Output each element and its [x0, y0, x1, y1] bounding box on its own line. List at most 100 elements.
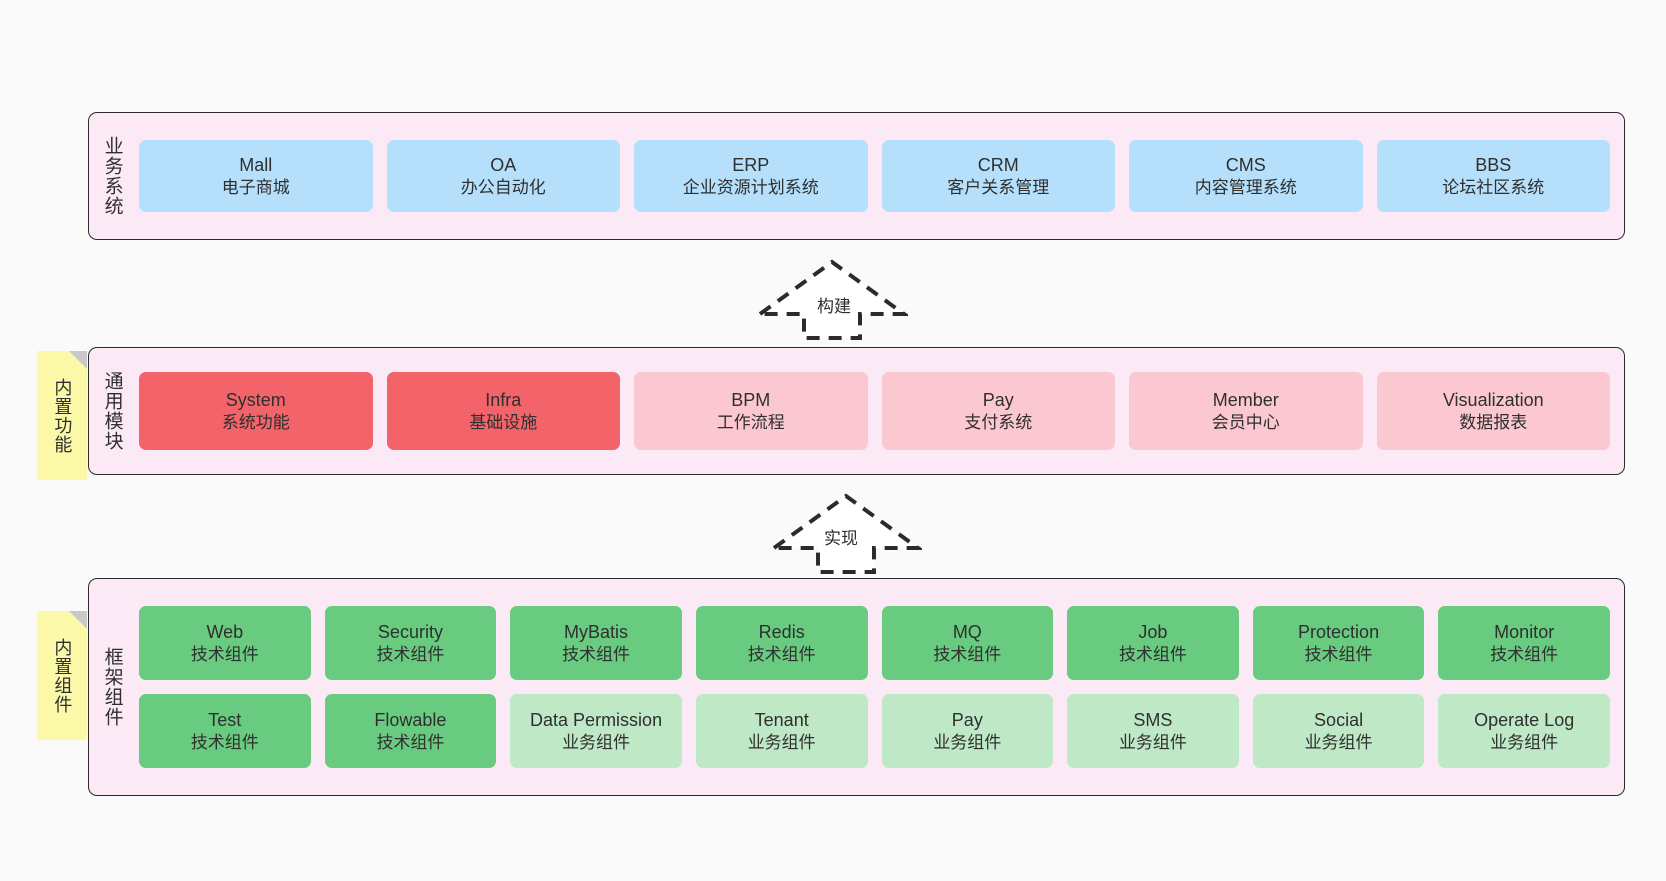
card-title-en: Mall	[239, 155, 273, 176]
card-sms[interactable]: SMS 业务组件	[1067, 694, 1239, 768]
card-title-cn: 技术组件	[190, 732, 259, 752]
card-title-cn: 技术组件	[1490, 644, 1559, 664]
layer-body-modules: System 系统功能 Infra 基础设施 BPM 工作流程 Pay 支付系统…	[135, 348, 1624, 474]
card-protection[interactable]: Protection 技术组件	[1252, 606, 1425, 680]
card-title-en: Operate Log	[1474, 710, 1575, 731]
card-web[interactable]: Web 技术组件	[139, 606, 311, 680]
layer-title-business: 业务系统	[101, 136, 123, 216]
layer-framework-components: 框架组件 Web 技术组件 Security 技术组件 MyBatis 技术组件…	[88, 578, 1625, 796]
card-title-cn: 技术组件	[376, 732, 445, 752]
arrow-implement-label: 实现	[824, 529, 858, 548]
card-title-en: Member	[1212, 390, 1279, 411]
layer-title-framework: 框架组件	[101, 647, 123, 727]
card-bpm[interactable]: BPM 工作流程	[634, 372, 868, 450]
card-title-cn: 业务组件	[1118, 732, 1187, 752]
card-job[interactable]: Job 技术组件	[1067, 606, 1239, 680]
card-visualization[interactable]: Visualization 数据报表	[1376, 372, 1610, 450]
card-title-en: Monitor	[1494, 622, 1555, 643]
card-title-cn: 技术组件	[747, 644, 816, 664]
card-infra[interactable]: Infra 基础设施	[386, 372, 620, 450]
card-security[interactable]: Security 技术组件	[324, 606, 497, 680]
card-title-cn: 会员中心	[1211, 412, 1280, 432]
card-title-cn: 基础设施	[469, 412, 538, 432]
card-title-cn: 业务组件	[1490, 732, 1559, 752]
card-title-en: Protection	[1298, 622, 1380, 643]
card-system[interactable]: System 系统功能	[139, 372, 373, 450]
card-title-en: ERP	[732, 155, 770, 176]
card-title-cn: 技术组件	[376, 644, 445, 664]
card-row: Web 技术组件 Security 技术组件 MyBatis 技术组件 Redi…	[139, 606, 1610, 680]
card-operate-log[interactable]: Operate Log 业务组件	[1438, 694, 1610, 768]
card-title-cn: 业务组件	[1304, 732, 1373, 752]
card-title-cn: 论坛社区系统	[1442, 177, 1545, 197]
card-social[interactable]: Social 业务组件	[1252, 694, 1425, 768]
card-title-cn: 办公自动化	[460, 177, 546, 197]
card-tenant[interactable]: Tenant 业务组件	[695, 694, 868, 768]
arrow-build	[753, 258, 911, 340]
card-title-en: OA	[490, 155, 517, 176]
card-title-en: Data Permission	[530, 710, 663, 731]
layer-body-business: Mall 电子商城 OA 办公自动化 ERP 企业资源计划系统 CRM 客户关系…	[135, 113, 1624, 239]
card-title-cn: 支付系统	[964, 412, 1033, 432]
card-pay-component[interactable]: Pay 业务组件	[881, 694, 1054, 768]
card-title-cn: 客户关系管理	[947, 177, 1050, 197]
card-flowable[interactable]: Flowable 技术组件	[324, 694, 497, 768]
card-erp[interactable]: ERP 企业资源计划系统	[634, 140, 868, 212]
card-title-cn: 企业资源计划系统	[682, 177, 819, 197]
card-title-en: System	[225, 390, 286, 411]
layer-business-systems: 业务系统 Mall 电子商城 OA 办公自动化 ERP 企业资源计划系统 CRM…	[88, 112, 1625, 240]
card-mall[interactable]: Mall 电子商城	[139, 140, 373, 212]
card-title-en: Infra	[485, 390, 522, 411]
card-title-cn: 业务组件	[562, 732, 631, 752]
sticky-note-builtin-components: 内置组件	[37, 611, 87, 740]
card-title-en: SMS	[1133, 710, 1173, 731]
card-title-en: MyBatis	[564, 622, 629, 643]
arrow-up-dashed-icon	[753, 259, 911, 340]
card-title-en: Security	[377, 622, 443, 643]
card-title-cn: 技术组件	[1304, 644, 1373, 664]
card-title-en: MQ	[952, 622, 982, 643]
card-title-en: Social	[1314, 710, 1364, 731]
card-mq[interactable]: MQ 技术组件	[881, 606, 1054, 680]
card-title-cn: 技术组件	[562, 644, 631, 664]
card-mybatis[interactable]: MyBatis 技术组件	[510, 606, 682, 680]
card-title-en: BBS	[1475, 155, 1512, 176]
card-title-en: BPM	[731, 390, 771, 411]
layer-body-framework: Web 技术组件 Security 技术组件 MyBatis 技术组件 Redi…	[135, 579, 1624, 795]
card-title-en: Job	[1138, 622, 1168, 643]
card-title-cn: 业务组件	[747, 732, 816, 752]
card-title-en: Web	[206, 622, 244, 643]
card-title-en: CRM	[977, 155, 1019, 176]
card-title-en: Tenant	[754, 710, 809, 731]
card-data-permission[interactable]: Data Permission 业务组件	[510, 694, 682, 768]
arrow-up-dashed-icon	[767, 493, 925, 574]
card-cms[interactable]: CMS 内容管理系统	[1129, 140, 1363, 212]
card-row: Test 技术组件 Flowable 技术组件 Data Permission …	[139, 694, 1610, 768]
card-title-en: Redis	[758, 622, 805, 643]
card-title-en: CMS	[1225, 155, 1266, 176]
card-title-cn: 系统功能	[221, 412, 290, 432]
card-pay-module[interactable]: Pay 支付系统	[881, 372, 1115, 450]
card-row: Mall 电子商城 OA 办公自动化 ERP 企业资源计划系统 CRM 客户关系…	[139, 140, 1610, 212]
card-oa[interactable]: OA 办公自动化	[386, 140, 620, 212]
sticky-note-builtin-functions: 内置功能	[37, 351, 87, 480]
card-monitor[interactable]: Monitor 技术组件	[1438, 606, 1610, 680]
card-title-cn: 数据报表	[1459, 412, 1528, 432]
card-crm[interactable]: CRM 客户关系管理	[881, 140, 1115, 212]
arrow-implement	[767, 492, 925, 574]
card-title-cn: 技术组件	[1118, 644, 1187, 664]
card-title-cn: 技术组件	[933, 644, 1002, 664]
card-title-en: Visualization	[1442, 390, 1544, 411]
card-title-en: Test	[208, 710, 242, 731]
layer-title-modules: 通用模块	[101, 371, 123, 451]
card-title-cn: 内容管理系统	[1194, 177, 1297, 197]
card-redis[interactable]: Redis 技术组件	[695, 606, 868, 680]
card-member[interactable]: Member 会员中心	[1129, 372, 1363, 450]
card-test[interactable]: Test 技术组件	[139, 694, 311, 768]
card-title-cn: 电子商城	[221, 177, 290, 197]
card-title-en: Flowable	[374, 710, 447, 731]
card-bbs[interactable]: BBS 论坛社区系统	[1376, 140, 1610, 212]
card-title-en: Pay	[951, 710, 983, 731]
card-title-cn: 业务组件	[933, 732, 1002, 752]
